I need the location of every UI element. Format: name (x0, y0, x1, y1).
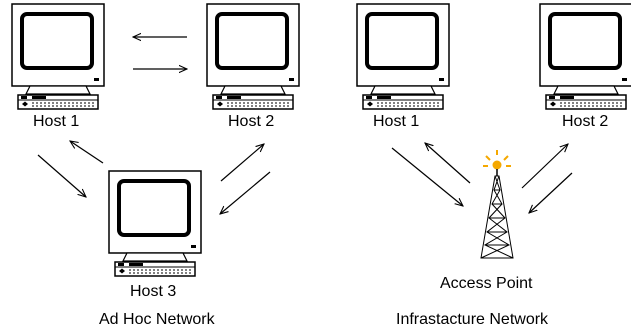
arrow-ap-to-infra-host2 (521, 144, 568, 189)
adhoc-host2-computer-icon (205, 2, 301, 111)
infra-host1-computer-icon (355, 2, 451, 111)
adhoc-host1-computer-icon (10, 2, 106, 111)
arrow-host3-to-host2 (220, 144, 264, 182)
adhoc-network-caption: Ad Hoc Network (99, 311, 215, 328)
infra-host2-computer-icon (538, 2, 631, 111)
adhoc-host2-label: Host 2 (228, 113, 275, 130)
arrow-host2-to-host3 (220, 171, 271, 214)
arrow-infra-host2-to-ap (529, 172, 573, 213)
arrow-ap-to-infra-host1 (425, 143, 471, 184)
infra-host2-label: Host 2 (562, 113, 609, 130)
arrow-infra-host1-to-ap (391, 147, 463, 206)
arrow-host3-to-host1 (70, 141, 104, 164)
infrastructure-network-caption: Infrastacture Network (396, 311, 549, 328)
access-point-label: Access Point (440, 275, 533, 292)
adhoc-host3-computer-icon (107, 169, 203, 278)
access-point-tower-icon (480, 150, 514, 259)
arrow-host1-to-host3 (37, 154, 86, 197)
adhoc-host1-label: Host 1 (33, 113, 80, 130)
infra-host1-label: Host 1 (373, 113, 420, 130)
adhoc-host3-label: Host 3 (130, 283, 177, 300)
